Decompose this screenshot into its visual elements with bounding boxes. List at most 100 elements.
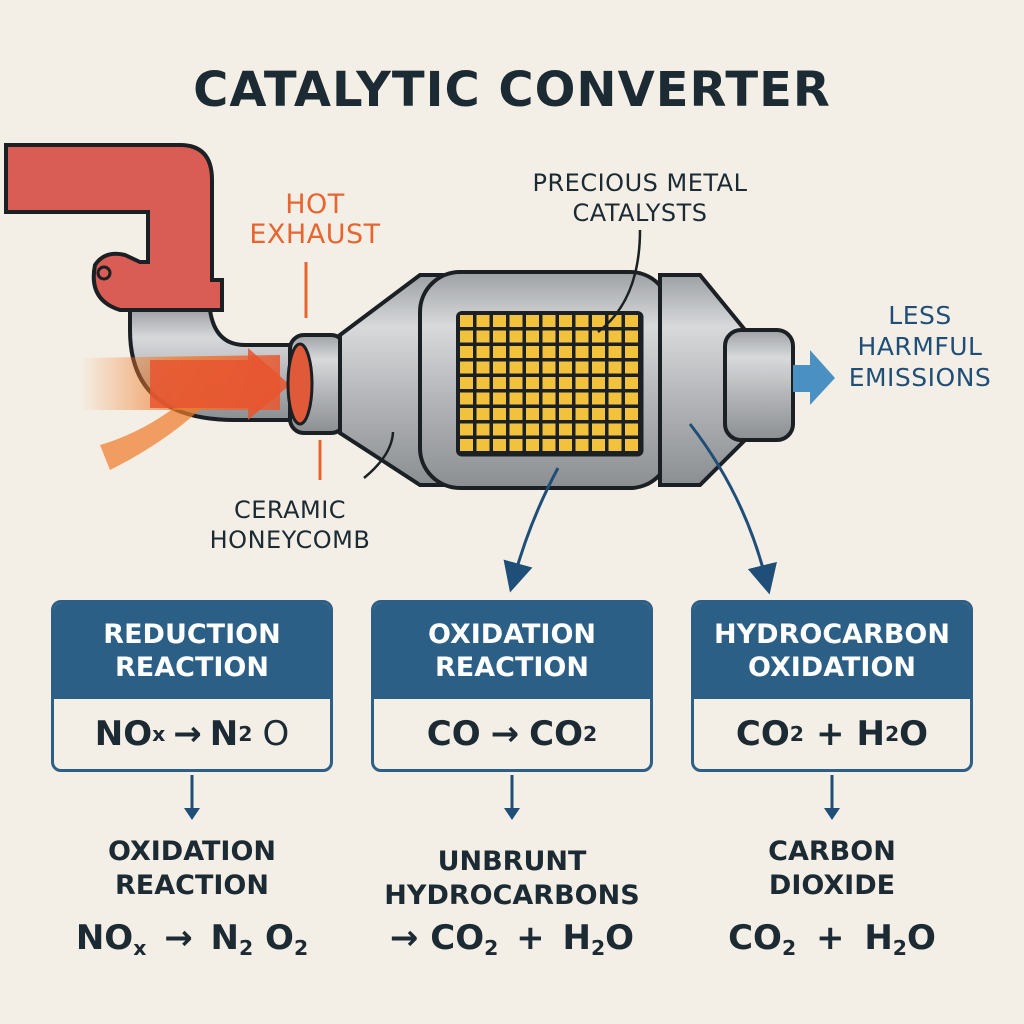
eq-term: O bbox=[262, 714, 290, 754]
honeycomb-cell bbox=[592, 315, 605, 327]
eq-sub: 2 bbox=[239, 936, 254, 961]
honeycomb-cell bbox=[526, 377, 539, 389]
honeycomb-cell bbox=[526, 361, 539, 374]
eq-arrow: → bbox=[490, 714, 520, 754]
eq-arrow: → bbox=[173, 714, 202, 754]
honeycomb-cell bbox=[493, 315, 506, 327]
precious-metal-line-1: PRECIOUS METAL bbox=[532, 169, 748, 197]
pointer-arrow-right bbox=[688, 423, 777, 595]
eq-sub: 2 bbox=[884, 722, 900, 746]
page-title: CATALYTIC CONVERTER bbox=[193, 62, 831, 118]
eq-sub: 2 bbox=[238, 722, 253, 746]
less-harmful-label: LESS HARMFUL EMISSIONS bbox=[830, 300, 1010, 393]
eq-term: CO bbox=[430, 918, 485, 958]
honeycomb-cell bbox=[460, 361, 473, 374]
honeycomb-cell bbox=[559, 408, 572, 420]
honeycomb-cell bbox=[559, 330, 572, 343]
hot-exhaust-line-2: EXHAUST bbox=[249, 219, 381, 250]
eq-sub: 2 bbox=[484, 936, 499, 961]
honeycomb-cell bbox=[542, 439, 556, 451]
honeycomb-cell bbox=[509, 408, 523, 420]
less-harmful-line-3: EMISSIONS bbox=[848, 363, 992, 392]
honeycomb-cell bbox=[575, 330, 589, 343]
card-title-line-2: OXIDATION bbox=[747, 652, 917, 683]
honeycomb-cell bbox=[575, 346, 589, 358]
honeycomb-cell bbox=[608, 439, 622, 451]
honeycomb-cell bbox=[575, 361, 589, 374]
honeycomb-cell bbox=[575, 315, 589, 327]
honeycomb-cell bbox=[575, 423, 589, 436]
honeycomb-cell bbox=[493, 439, 506, 451]
honeycomb-cell bbox=[460, 377, 473, 389]
eq-plus: + bbox=[815, 918, 845, 958]
card-title-line-2: REACTION bbox=[115, 652, 269, 683]
honeycomb-cell bbox=[476, 439, 490, 451]
honeycomb-cell bbox=[559, 392, 572, 405]
honeycomb-cell bbox=[559, 346, 572, 358]
eq-arrow: → bbox=[389, 918, 419, 958]
honeycomb-cell bbox=[509, 439, 523, 451]
honeycomb-cell bbox=[460, 423, 473, 436]
honeycomb-cell bbox=[460, 392, 473, 405]
card-header: REDUCTION REACTION bbox=[54, 603, 330, 699]
catalyst-honeycomb bbox=[456, 311, 644, 457]
eq-arrow: → bbox=[164, 918, 193, 958]
honeycomb-cell bbox=[542, 377, 556, 389]
hot-exhaust-line-1: HOT bbox=[285, 189, 345, 220]
eq-term: CO bbox=[426, 714, 481, 754]
honeycomb-cell bbox=[608, 361, 622, 374]
card-header: OXIDATION REACTION bbox=[374, 603, 650, 699]
card-title-line-1: OXIDATION bbox=[427, 619, 597, 650]
honeycomb-cell bbox=[559, 439, 572, 451]
result-title-line-1: CARBON bbox=[768, 836, 896, 867]
honeycomb-cell bbox=[460, 408, 473, 420]
result-title-line-1: OXIDATION bbox=[107, 836, 277, 867]
honeycomb-cell bbox=[493, 423, 506, 436]
result-title-1: OXIDATION REACTION bbox=[32, 835, 352, 903]
honeycomb-cell bbox=[592, 346, 605, 358]
eq-term: CO bbox=[728, 918, 782, 958]
honeycomb-cell bbox=[526, 315, 539, 327]
eq-term: NO bbox=[75, 918, 134, 958]
precious-metal-label: PRECIOUS METAL CATALYSTS bbox=[500, 168, 780, 228]
honeycomb-cell bbox=[493, 392, 506, 405]
honeycomb-cell bbox=[509, 377, 523, 389]
honeycomb-cell bbox=[625, 361, 638, 374]
eq-sub: 2 bbox=[590, 936, 606, 961]
honeycomb-cell bbox=[526, 346, 539, 358]
honeycomb-cell bbox=[608, 423, 622, 436]
honeycomb-cell bbox=[559, 377, 572, 389]
eq-sub: x bbox=[133, 936, 147, 961]
honeycomb-cell bbox=[608, 392, 622, 405]
honeycomb-cell bbox=[509, 361, 523, 374]
result-title-line-1: UNBRUNT bbox=[437, 846, 587, 877]
honeycomb-cell bbox=[575, 439, 589, 451]
pointer-arrow-middle bbox=[503, 467, 560, 593]
honeycomb-cell bbox=[592, 361, 605, 374]
eq-sub: 2 bbox=[583, 722, 598, 746]
eq-term: H bbox=[562, 918, 591, 958]
eq-term: H bbox=[864, 918, 893, 958]
eq-term: O bbox=[605, 918, 635, 958]
honeycomb-cell bbox=[542, 361, 556, 374]
honeycomb-cell bbox=[559, 361, 572, 374]
honeycomb-cell bbox=[575, 377, 589, 389]
eq-sub: 2 bbox=[781, 936, 797, 961]
honeycomb-cell bbox=[493, 377, 506, 389]
honeycomb-cell bbox=[625, 408, 638, 420]
honeycomb-cell bbox=[542, 346, 556, 358]
honeycomb-cell bbox=[559, 315, 572, 327]
honeycomb-cell bbox=[526, 408, 539, 420]
eq-term: CO bbox=[735, 714, 790, 754]
card-header: HYDROCARBON OXIDATION bbox=[694, 603, 970, 699]
card-title-line-1: HYDROCARBON bbox=[714, 619, 950, 650]
honeycomb-cell bbox=[542, 315, 556, 327]
honeycomb-cell bbox=[608, 330, 622, 343]
ceramic-leader bbox=[363, 431, 395, 479]
honeycomb-cell bbox=[509, 346, 523, 358]
